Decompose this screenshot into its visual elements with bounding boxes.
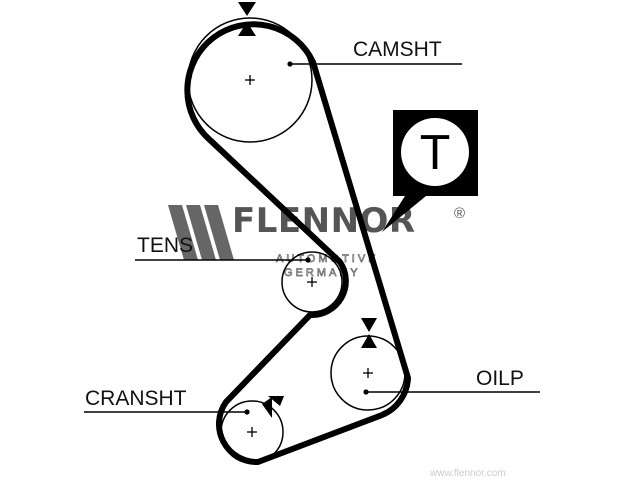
flennor-stripes-logo-icon (168, 205, 234, 260)
oil-pump-leader (363, 389, 540, 395)
oil-pump-center-plus-icon (363, 368, 373, 378)
badge-letter: T (420, 126, 450, 180)
tensioner-badge: T (382, 110, 478, 232)
crankshaft-timing-mark-icon (262, 396, 284, 418)
tensioner-leader (135, 257, 311, 263)
oil-pump-timing-mark-icon (361, 318, 377, 348)
watermark-line-automotive: AUTOMOTIVE (276, 253, 379, 265)
tensioner-pulley (281, 251, 343, 313)
watermark-registered-mark: ® (454, 205, 465, 222)
camshaft-center-plus-icon (245, 75, 255, 85)
oil-pump-label: OILP (476, 367, 524, 390)
camshaft-label: CAMSHT (353, 38, 442, 61)
watermark-line-germany: GERMANY (284, 267, 361, 279)
camshaft-timing-mark-icon (238, 2, 256, 36)
flennor-watermark: FLENNOR ® AUTOMOTIVE GERMANY (168, 201, 465, 279)
crankshaft-center-plus-icon (247, 427, 257, 437)
badge-circle (401, 118, 469, 186)
tensioner-center-plus-icon (307, 277, 317, 287)
footer-url: www.flennor.com (429, 468, 506, 479)
timing-belt (184, 21, 411, 466)
watermark-brand: FLENNOR (232, 201, 416, 241)
tensioner-pulley-circle (281, 251, 343, 313)
camshaft-leader (287, 61, 462, 67)
crankshaft-label: CRANSHT (85, 387, 187, 410)
crankshaft-leader (84, 409, 250, 415)
tensioner-label: TENS (137, 234, 193, 257)
